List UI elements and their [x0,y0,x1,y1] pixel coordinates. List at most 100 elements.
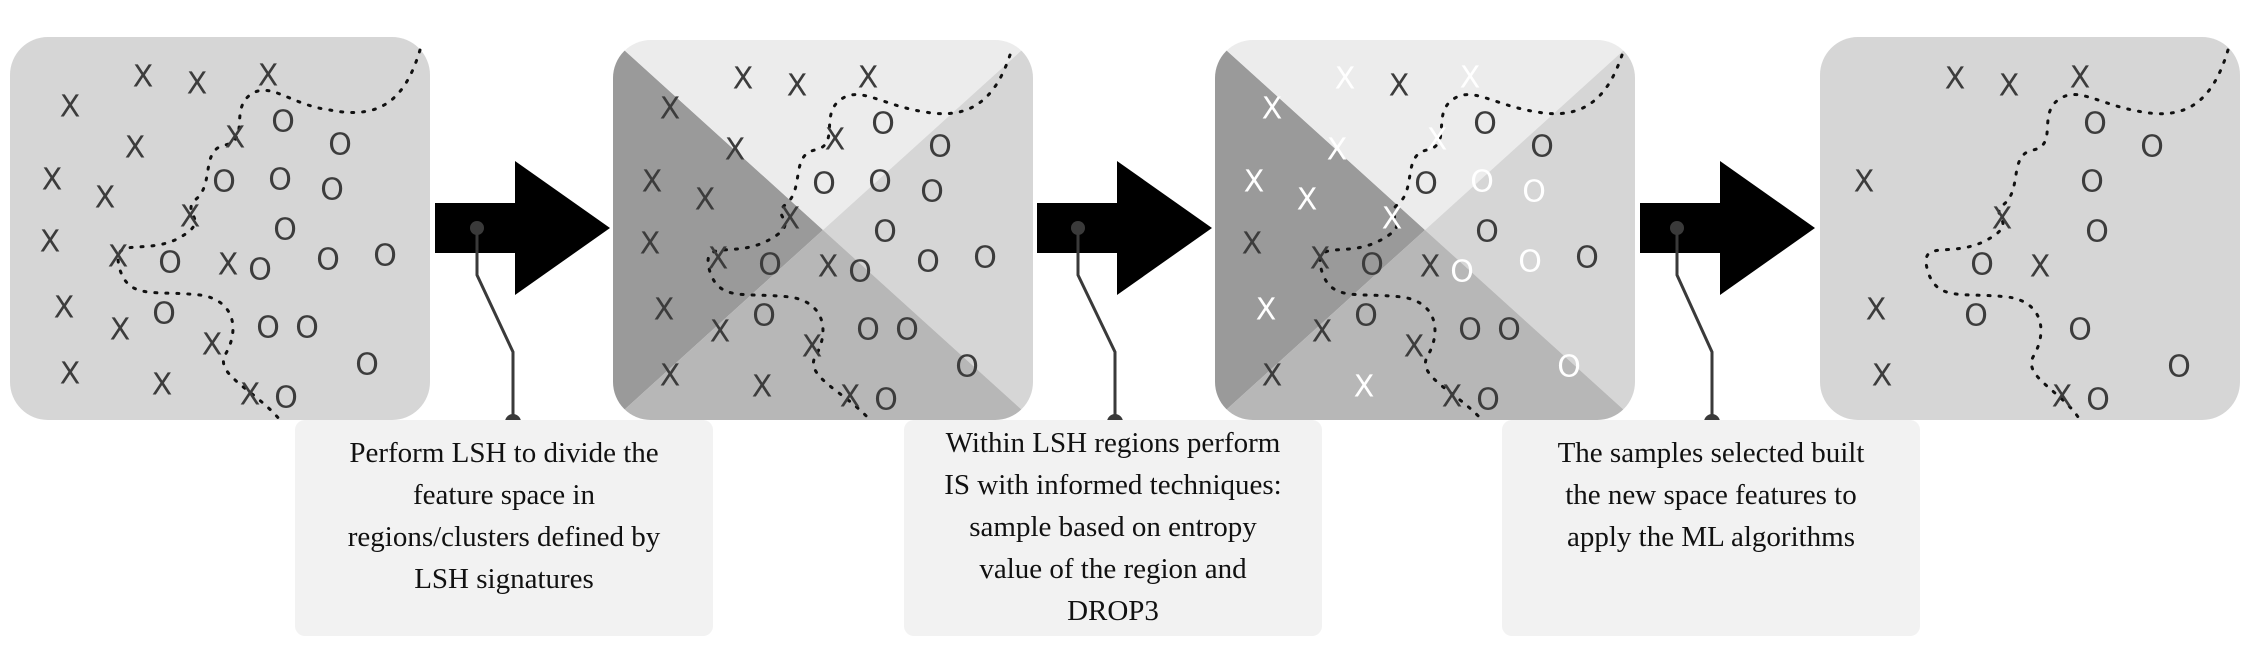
panel-1-o-mark: O [256,311,280,346]
panel-1-x-mark: X [95,181,116,216]
panel-3-o-mark: O [1557,350,1581,385]
caption-step-1-line: LSH signatures [414,563,594,595]
panel-2-x-mark: X [752,370,773,405]
panel-4-x-mark: X [1945,62,1966,97]
panel-4-background [1820,37,2240,420]
caption-step-1-line: feature space in [413,479,595,511]
panel-3-x-mark: X [1262,92,1283,127]
panel-4-x-mark: X [1992,202,2013,237]
panel-3-o-mark: O [1530,130,1554,165]
caption-step-3-line: apply the ML algorithms [1566,521,1856,553]
panel-4-o-mark: O [2080,165,2104,200]
panel-2-o-mark: O [848,255,872,290]
panel-3-x-mark: X [1312,315,1333,350]
panel-1-x-mark: X [225,121,246,156]
panel-1-o-mark: O [212,165,236,200]
panel-4-o-mark: O [2083,107,2107,142]
panel-1-x-mark: X [180,200,201,235]
panel-3-region-left [1215,40,1425,420]
caption-step-1: Perform LSH to divide the feature space … [295,420,713,636]
panel-3-o-mark: O [1518,245,1542,280]
panel-1-o-mark: O [248,253,272,288]
panel-2-x-mark: X [858,61,879,96]
panel-3-o-mark: O [1497,313,1521,348]
panel-3-o-mark: O [1458,313,1482,348]
panel-2-region-bottom [613,230,1033,420]
panel-2-x-mark: X [780,202,801,237]
caption-step-2-line: IS with informed techniques: [944,469,1282,501]
arrow-2-connector-line [1076,228,1117,420]
panel-3-x-mark: X [1382,202,1403,237]
panel-4-x-mark: X [1866,293,1887,328]
panel-1-x-mark: X [40,225,61,260]
panel-2-x-mark: X [708,242,729,277]
panel-3-region-bottom [1215,230,1635,420]
panel-2-o-mark: O [871,107,895,142]
panel-2-x-mark: X [640,227,661,262]
panel-3-x-mark: X [1327,133,1348,168]
panel-1-x-mark: X [218,248,239,283]
panel-3-region-right [1425,40,1635,420]
panel-1-x-mark: X [60,90,81,125]
panel-3-o-mark: O [1470,165,1494,200]
panel-1-o-mark: O [295,311,319,346]
panel-3-x-mark: X [1310,242,1331,277]
panel-2-x-mark: X [695,183,716,218]
panel-1-o-mark: O [320,173,344,208]
panel-1-o-mark: O [328,128,352,163]
panel-3-x-mark: X [1354,370,1375,405]
panel-1-o-mark: O [268,163,292,198]
panel-2-o-mark: O [916,245,940,280]
arrow-2 [1037,161,1212,430]
arrow-3 [1640,161,1815,430]
panel-1-x-mark: X [108,240,129,275]
panel-4-x-mark: X [1999,69,2020,104]
panel-1-x-mark: X [42,163,63,198]
panel-3-region-top [1215,40,1635,230]
caption-step-2-line: value of the region and [979,553,1247,585]
panel-3-x-mark: X [1256,293,1277,328]
panel-3-x-mark: X [1389,69,1410,104]
panel-2-o-mark: O [895,313,919,348]
panel-1-x-mark: X [54,291,75,326]
panel-2-x-mark: X [654,293,675,328]
panel-4-o-mark: O [1970,248,1994,283]
panel-2-x-mark: X [733,62,754,97]
panel-3-x-mark: X [1404,330,1425,365]
caption-step-3-line: the new space features to [1565,479,1857,511]
panel-4-decision-boundary [1924,48,2230,422]
panel-3-x-mark: X [1420,250,1441,285]
panel-3-x-mark: X [1242,227,1263,262]
panel-1-x-mark: X [125,131,146,166]
panel-4-o-mark: O [2167,350,2191,385]
panel-4-x-mark: X [2052,380,2073,415]
panel-3-x-mark: X [1427,123,1448,158]
panel-2-region-left [613,40,823,420]
panel-4-o-mark: O [2140,130,2164,165]
panel-2-x-mark: X [660,92,681,127]
panel-4-o-mark: O [1964,299,1988,334]
panel-2-o-mark: O [758,248,782,283]
panel-2-x-mark: X [710,315,731,350]
caption-step-2: Within LSH regions perform IS with infor… [904,420,1322,636]
caption-step-1-line: regions/clusters defined by [347,521,661,553]
panel-2-x-mark: X [787,69,808,104]
panel-2-o-mark: O [874,383,898,418]
panel-3-x-mark: X [1297,183,1318,218]
panel-4-o-mark: O [2085,215,2109,250]
panel-1-o-mark: O [152,297,176,332]
panel-3-x-mark: X [1442,380,1463,415]
panel-2-o-mark: O [752,299,776,334]
panel-4-x-mark: X [2070,61,2091,96]
panel-1-o-mark: O [316,243,340,278]
caption-step-1-line: Perform LSH to divide the [349,437,659,469]
panel-1-decision-boundary [116,48,422,422]
panel-1-x-mark: X [152,368,173,403]
panel-1-background [10,37,430,420]
panel-1-x-mark: X [240,378,261,413]
panel-1-o-mark: O [158,246,182,281]
